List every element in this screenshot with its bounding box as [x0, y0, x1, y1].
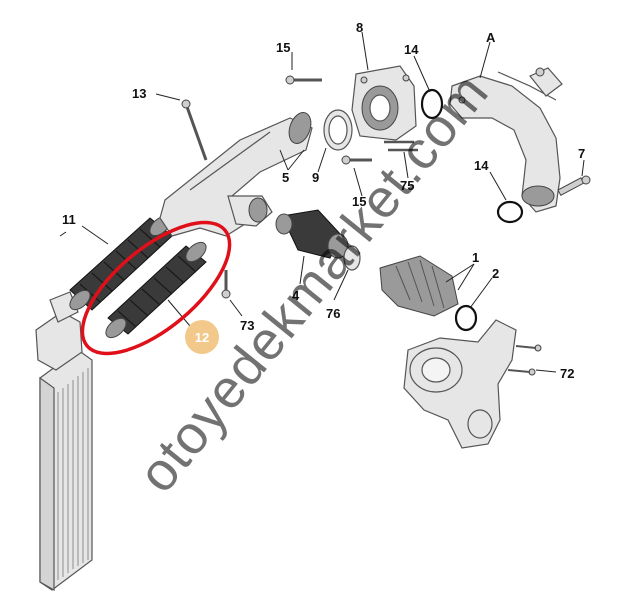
label-15-top: 15: [276, 40, 290, 55]
intake-elbow-a: [449, 67, 563, 213]
turbocharger: [403, 319, 542, 449]
hose-12: [105, 241, 207, 339]
badge-12: 12: [185, 320, 219, 354]
intake-pipe-5: [159, 112, 313, 237]
o-ring-14-top: [420, 88, 444, 120]
label-75: 75: [400, 178, 414, 193]
bolt-15-top: [285, 75, 322, 85]
clamp-9: [323, 109, 353, 151]
intercooler: [35, 291, 93, 592]
bolt-13: [181, 99, 208, 161]
label-14-right: 14: [474, 158, 489, 173]
throttle-body-8: [351, 65, 417, 141]
label-4: 4: [292, 288, 300, 303]
badge-12-text: 12: [195, 330, 209, 345]
highlight-ring: [80, 220, 232, 356]
bolt-7: [557, 175, 591, 196]
label-2: 2: [492, 266, 499, 281]
label-a: A: [486, 30, 496, 45]
label-9: 9: [312, 170, 319, 185]
bolt-15-mid: [341, 155, 372, 165]
part-labels: 15 8 14 A 13 5 9 15 75 14 7 11 4 76 73 1…: [62, 20, 585, 381]
label-15-mid: 15: [352, 194, 366, 209]
o-ring-2: [454, 304, 478, 332]
label-76: 76: [326, 306, 340, 321]
label-5: 5: [282, 170, 289, 185]
label-11: 11: [62, 212, 76, 227]
label-13: 13: [132, 86, 146, 101]
bolt-73: [221, 270, 231, 299]
label-72: 72: [560, 366, 574, 381]
label-7: 7: [578, 146, 585, 161]
label-73: 73: [240, 318, 254, 333]
stud-75: [384, 140, 418, 152]
leader-lines: [59, 31, 585, 373]
hose-4: [275, 209, 349, 259]
label-14-top: 14: [404, 42, 419, 57]
o-ring-14-right: [496, 200, 524, 224]
resonator-1: [379, 255, 459, 317]
label-8: 8: [356, 20, 363, 35]
clamp-76: [343, 245, 361, 271]
label-1: 1: [472, 250, 479, 265]
